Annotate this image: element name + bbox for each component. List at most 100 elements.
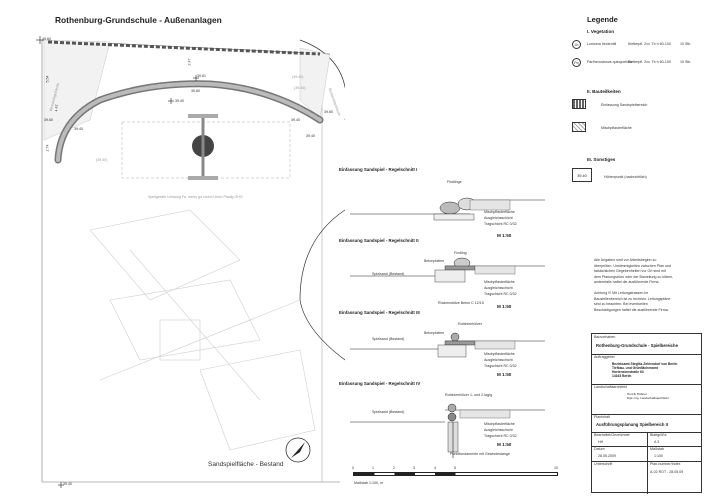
section-label: Mischpflasterfläche [484, 352, 515, 356]
legend-heading-building: II. Bauteilkeiten [587, 89, 621, 94]
tb-label: Planinhalt [594, 415, 610, 419]
level-label: 39.40 [74, 127, 83, 131]
section-label: Spielsand (Bestand) [372, 272, 405, 276]
plant-spec: Kletterpfl. 2xv. Tb h 60-100 [628, 60, 671, 64]
legend-item-label: Einfassung Sandspielbereich [601, 103, 648, 107]
plant-spec: Kletterpfl. 2xv. Tb h 60-100 [628, 42, 671, 46]
level-label: 39.60 [44, 118, 53, 122]
section-scale: M 1:50 [497, 304, 512, 309]
section-label: Tragschicht RC 0/32 [484, 292, 517, 296]
paving-symbol [572, 122, 586, 132]
level-label: 39.40 [306, 134, 315, 138]
scale-tick: 1 [372, 466, 374, 470]
scale-label: Maßstab 1:100, m [354, 481, 383, 485]
section-label: Spielsand (Bestand) [372, 337, 405, 341]
section-label: Findling [454, 251, 467, 255]
level-label-grey: (39.40) [294, 86, 306, 90]
dimension-label: 4.42 [54, 104, 59, 112]
plant-name: Parthenocissus quinquefolia [587, 60, 632, 64]
section-label: Punktfundamente mit Gewindestange [450, 452, 510, 456]
level-label: 39.40 [63, 482, 72, 486]
section-title: Einfassung Sandspiel - Regelschnitt IV [339, 381, 421, 386]
legend-title: Legende [587, 15, 618, 24]
level-label: 39.81 [197, 74, 206, 78]
tb-cell-label: Plan-number/Index [650, 462, 681, 466]
tb-cell-label: Maßstab [650, 447, 664, 451]
scale-tick: 10 [554, 466, 558, 470]
section-label: Betonplatten [424, 331, 445, 335]
section-label: Tragschicht RC 0/32 [484, 434, 517, 438]
level-symbol: 39.40 [572, 168, 592, 182]
plant-symbol: Pq [572, 58, 581, 67]
tb-label: Landschaftsarchitekt [594, 385, 627, 389]
dimension-label: 5.54 [45, 75, 50, 83]
level-label-grey: (39.40) [292, 75, 304, 79]
tb-plan-content: Ausführungsplanung Spielbereich II [596, 422, 668, 427]
section-label: Tragschicht RC 0/32 [484, 222, 517, 226]
tb-cell-label: Datum [594, 447, 605, 451]
tb-cell-value: HH [598, 440, 604, 444]
level-label: 39.60 [42, 37, 51, 41]
tb-project: Rothenburg-Grundschule - Spielbereiche [596, 343, 678, 348]
scale-tick: 0 [352, 466, 354, 470]
tb-label: Bauvorhaben [594, 335, 616, 339]
tb-cell-value: 28.05.2009 [598, 454, 616, 458]
section-label: Robinienhölzer [458, 322, 482, 326]
equipment-note: Spielgeräte Leistung Fa. merry go round … [148, 195, 243, 199]
tb-cell-label: Bearbeitet/Gezeichnet [594, 433, 630, 437]
plant-symbol: Lh [572, 40, 581, 49]
dimension-label: 2.47 [187, 58, 192, 66]
level-label: 39.60 [324, 110, 333, 114]
section-label: Ausgleichsschicht [484, 428, 513, 432]
level-label: 39.40 [175, 99, 184, 103]
section-title: Einfassung Sandspiel - Regelschnitt III [339, 310, 420, 315]
site-plan-drawing [36, 36, 345, 488]
level-label: 39.40 [291, 118, 300, 122]
section-scale: M 1:50 [497, 372, 512, 377]
border-symbol [572, 99, 586, 109]
section-drawing [350, 197, 545, 221]
dimension-label: 2.74 [45, 144, 50, 152]
section-label: Mischpflasterfläche [484, 422, 515, 426]
section-label: Spielsand (Bestand) [372, 410, 405, 414]
plan-title: Rothenburg-Grundschule - Außenanlagen [55, 15, 222, 25]
section-scale: M 1:50 [497, 442, 512, 447]
plant-name: Lonicera heckrottii [587, 42, 617, 46]
legend-item-label: Mischpflasterfläche [601, 126, 632, 130]
tb-cell-label: Blattgröße [650, 433, 667, 437]
legend-item-label: Höhenpunkt (nachrichtlich) [604, 175, 647, 179]
section-label: Ausgleichsschicht [484, 286, 513, 290]
plant-qty: 10 Stk. [680, 60, 692, 64]
legend-heading-other: III. Sonstiges [587, 157, 616, 162]
section-drawing [350, 403, 545, 458]
section-scale: M 1:50 [497, 233, 512, 238]
tb-cell-value: A-02 ROT - 28.05.09 [650, 470, 684, 474]
section-label: Tragschicht RC 0/32 [484, 364, 517, 368]
scale-bar [353, 472, 558, 476]
section-label: Betonplatten [424, 259, 445, 263]
tb-label: Auftraggeber [594, 355, 615, 359]
tb-cell-value: 1:100 [654, 454, 663, 458]
level-label-grey: (39.40) [96, 158, 108, 162]
legend-heading-vegetation: I. Vegetation [587, 29, 615, 34]
section-title: Einfassung Sandspiel - Regelschnitt I [339, 167, 418, 172]
section-label: Findlinge [447, 180, 462, 184]
tb-cell-value: A 3 [654, 440, 660, 444]
section-title: Einfassung Sandspiel - Regelschnitt II [339, 238, 419, 243]
section-drawing [350, 332, 545, 358]
section-label: Robinienhölzer 1- und 2-lagig [445, 393, 492, 397]
section-drawing [350, 257, 545, 283]
plant-qty: 10 Stk. [680, 42, 692, 46]
section-label: Mischpflasterfläche [484, 280, 515, 284]
scale-tick: 2 [393, 466, 395, 470]
scale-tick: 5 [454, 466, 456, 470]
level-label: 39.60 [191, 89, 200, 93]
section-label: Mischpflasterfläche [484, 210, 515, 214]
area-label: Sandspielfläche - Bestand [208, 461, 284, 468]
section-label: Rückenstütze Beton C 12/15 [438, 301, 484, 305]
title-block: Bauvorhaben Rothenburg-Grundschule - Spi… [591, 333, 702, 494]
scale-tick: 4 [434, 466, 436, 470]
scale-tick: 3 [413, 466, 415, 470]
